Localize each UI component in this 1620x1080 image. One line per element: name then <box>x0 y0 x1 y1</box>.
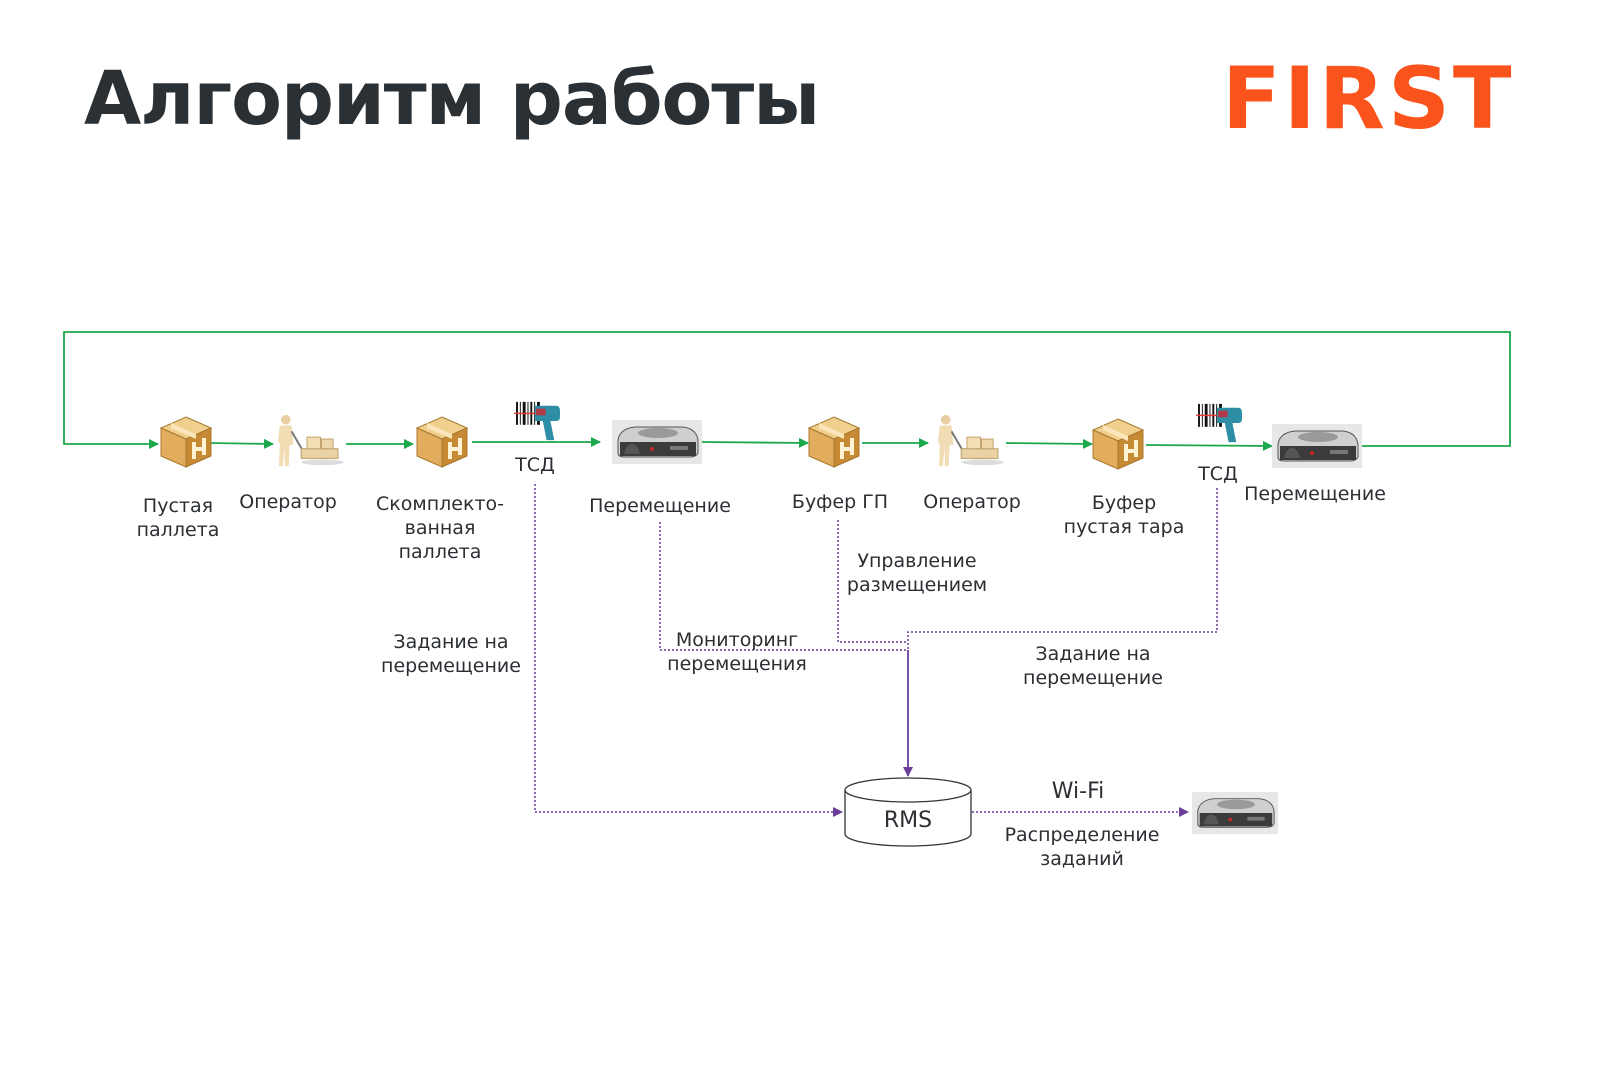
flow-connectors <box>63 331 1511 451</box>
pallet-box-icon <box>160 416 212 468</box>
label-buffer-empty: Буфер пустая тара <box>1064 491 1185 539</box>
label-line: размещением <box>846 574 988 596</box>
label-line: Задание на <box>393 631 509 653</box>
label-line: Оператор <box>923 491 1021 513</box>
edge-label-task-left: Задание на перемещение <box>381 630 521 678</box>
label-line: Задание на <box>1035 643 1151 665</box>
pallet-box-icon <box>1092 418 1144 470</box>
agv-robot-icon <box>1272 424 1362 468</box>
label-line: перемещение <box>381 655 521 677</box>
operator-pallet-jack-icon <box>937 413 1005 468</box>
label-line: ванная <box>404 517 476 539</box>
barcode-scanner-icon <box>514 401 561 441</box>
label-line: Оператор <box>239 491 337 513</box>
label-line: Скомплекто- <box>376 493 504 515</box>
label-line: Перемещение <box>1244 483 1386 505</box>
label-tsd-1: ТСД <box>515 453 555 477</box>
label-line: пустая тара <box>1063 516 1185 538</box>
label-operator-1: Оператор <box>239 490 337 514</box>
label-empty-pallet: Пустая паллета <box>137 494 220 542</box>
label-line: Управление <box>857 550 977 572</box>
edge-label-distribution: Распределение заданий <box>1005 823 1160 871</box>
pallet-box-icon <box>808 416 860 468</box>
rms-label: RMS <box>884 808 932 833</box>
label-line: заданий <box>1040 848 1124 870</box>
operator-pallet-jack-icon <box>277 413 345 468</box>
label-line: перемещения <box>667 653 807 675</box>
label-buffer-gp: Буфер ГП <box>792 490 888 514</box>
barcode-scanner-icon <box>1196 403 1243 443</box>
label-tsd-2: ТСД <box>1198 462 1238 486</box>
label-line: ТСД <box>515 454 555 476</box>
label-line: Пустая <box>142 495 214 517</box>
label-line: ТСД <box>1198 463 1238 485</box>
label-line: перемещение <box>1023 667 1163 689</box>
edge-label-monitoring: Мониторинг перемещения <box>667 628 807 676</box>
label-line: паллета <box>398 541 482 563</box>
control-connectors <box>534 484 1218 817</box>
edge-label-wifi: Wi-Fi <box>1052 780 1105 804</box>
label-operator-2: Оператор <box>923 490 1021 514</box>
edge-label-placement: Управление размещением <box>847 549 987 597</box>
label-line: Мониторинг <box>675 629 799 651</box>
label-line: Перемещение <box>589 495 731 517</box>
label-line: Буфер <box>1091 492 1157 514</box>
label-assembled-pallet: Скомплекто- ванная паллета <box>376 492 504 564</box>
edge-label-task-right: Задание на перемещение <box>1023 642 1163 690</box>
database-cylinder-icon: RMS <box>844 777 972 847</box>
label-move-2: Перемещение <box>1244 482 1386 506</box>
page-title: Алгоритм работы <box>84 56 820 142</box>
label-line: Wi-Fi <box>1051 779 1105 804</box>
agv-robot-icon <box>1191 792 1279 834</box>
pallet-box-icon <box>416 416 468 468</box>
label-line: Распределение <box>1004 824 1160 846</box>
label-move-1: Перемещение <box>589 494 731 518</box>
agv-robot-icon <box>612 420 702 464</box>
label-line: Буфер ГП <box>791 491 889 513</box>
brand-logo: FIRST <box>1222 49 1515 149</box>
label-line: паллета <box>136 519 220 541</box>
